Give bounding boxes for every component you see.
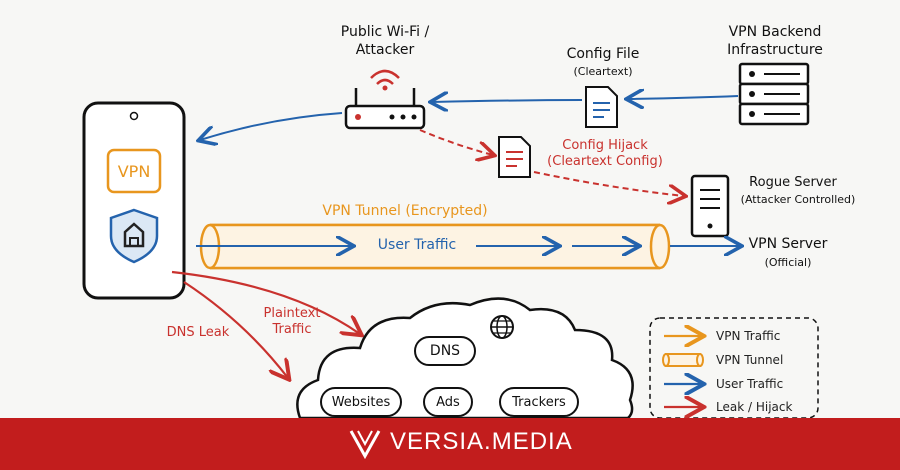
ads-node-label: Ads <box>436 395 460 410</box>
backend-label: VPN Backend Infrastructure <box>727 24 823 58</box>
tube-icon <box>662 353 704 367</box>
plaintext-leak-arrow <box>171 270 360 334</box>
legend-leak-hijack: Leak / Hijack <box>716 400 793 414</box>
trackers-node-label: Trackers <box>512 395 566 410</box>
ads-pill <box>423 387 473 417</box>
rogue-server-sublabel: (Attacker Controlled) <box>740 193 856 206</box>
websites-node-label: Websites <box>331 395 391 410</box>
config-file-label: Config File <box>566 46 640 62</box>
attacker-label: Public Wi-Fi / Attacker <box>340 24 430 58</box>
websites-pill <box>320 387 402 417</box>
hijack-arrow-1 <box>419 129 493 155</box>
vpn-app-icon <box>106 148 162 194</box>
rogue-server-icon <box>690 174 730 238</box>
user-traffic-label: User Traffic <box>377 237 457 253</box>
globe-icon <box>490 315 514 339</box>
dns-pill <box>414 336 476 366</box>
footer-bar: VERSIA.MEDIA <box>0 418 900 470</box>
hijack-arrow-2 <box>533 171 684 196</box>
shield-icon <box>109 208 159 264</box>
brand-name[interactable]: VERSIA.MEDIA <box>390 428 573 455</box>
legend-vpn-tunnel: VPN Tunnel <box>716 353 784 367</box>
versia-logo-icon <box>349 430 381 460</box>
trackers-pill <box>499 387 579 417</box>
config-to-router-arrow <box>432 100 583 102</box>
legend-user-traffic: User Traffic <box>716 377 784 391</box>
smartphone <box>82 101 186 300</box>
legend-vpn-traffic: VPN Traffic <box>716 329 781 343</box>
dns-node-label: DNS <box>429 343 461 359</box>
tunnel-label: VPN Tunnel (Encrypted) <box>322 203 488 219</box>
vpn-server-label: VPN Server <box>748 236 828 252</box>
dns-leak-label: DNS Leak <box>166 325 230 340</box>
dns-leak-arrow <box>183 281 288 378</box>
plaintext-traffic-label: Plaintext Traffic <box>263 306 321 338</box>
config-file-icon <box>585 86 618 128</box>
config-file-sublabel: (Cleartext) <box>573 65 633 78</box>
router-icon <box>344 69 426 130</box>
router-to-phone-arrow <box>200 112 343 140</box>
rogue-server-label: Rogue Server <box>749 175 837 190</box>
vpn-app-label: VPN <box>117 162 151 181</box>
config-hijack-label: Config Hijack (Cleartext Config) <box>547 138 663 170</box>
backend-to-config-arrow <box>628 96 739 99</box>
vpn-server-sublabel: (Official) <box>764 256 812 269</box>
hijacked-config-icon <box>498 136 531 178</box>
backend-server-icon <box>738 62 810 126</box>
